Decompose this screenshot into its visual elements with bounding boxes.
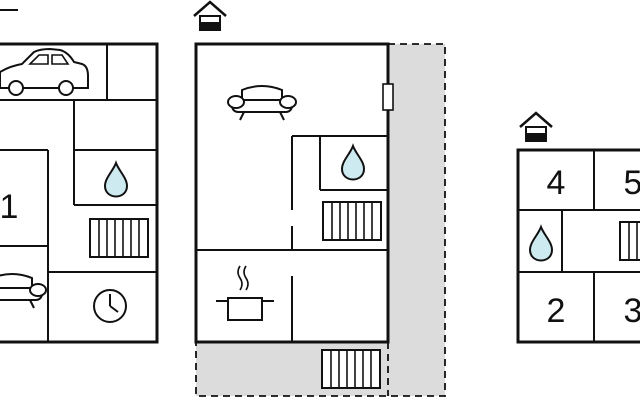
room-number-1: 1 [0,188,18,226]
house-entrance-icon [518,111,554,143]
room-number-4: 4 [547,164,566,202]
clock-icon [93,289,127,323]
terrace-area [196,342,445,396]
water-drop-icon [104,162,128,198]
radiator-icon [322,201,382,241]
room-number-3: 3 [624,292,640,330]
radiator-icon [89,218,149,258]
sofa-icon [0,273,47,309]
radiator-icon [619,221,640,261]
door [382,83,394,111]
room-number-5: 5 [624,164,640,202]
cooking-pot-icon [216,265,274,321]
center-floor-plan [194,42,446,397]
car-icon [0,47,89,96]
left-floor-plan: 1 [0,42,159,344]
outdoor-area [388,44,445,396]
radiator-icon [321,349,381,389]
house-entrance-icon [192,0,228,32]
water-drop-icon [529,226,553,262]
right-floor-plan: 4 5 2 3 [516,148,640,344]
room-number-2: 2 [547,292,566,330]
